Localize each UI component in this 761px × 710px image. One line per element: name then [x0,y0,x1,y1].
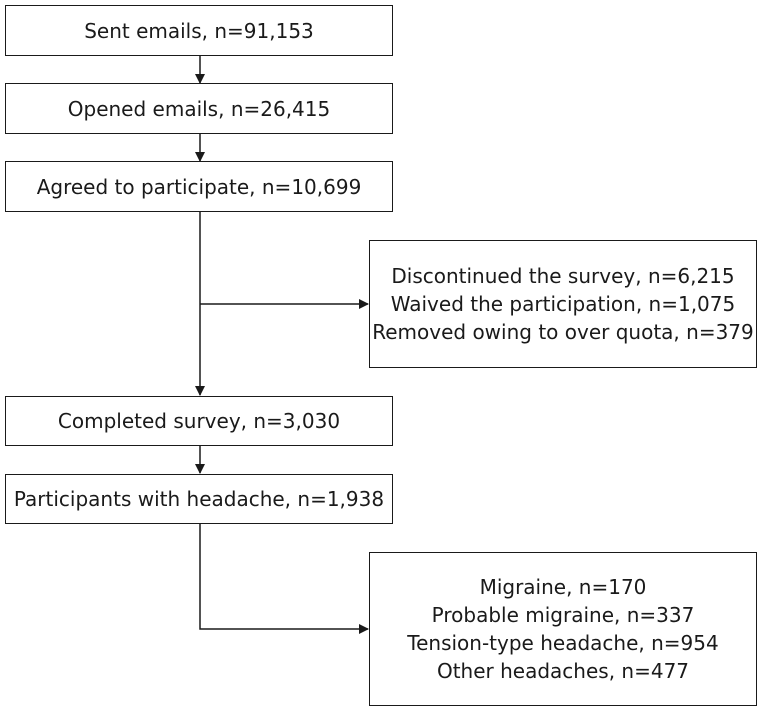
headache-type-item: Tension-type headache, n=954 [407,631,719,655]
sent-emails-box: Sent emails, n=91,153 [5,5,393,56]
headache-type-item: Probable migraine, n=337 [431,603,695,627]
excluded-box: Discontinued the survey, n=6,215 Waived … [369,240,757,368]
completed-survey-box: Completed survey, n=3,030 [5,396,393,446]
excluded-item: Removed owing to over quota, n=379 [372,320,754,344]
headache-participants-label: Participants with headache, n=1,938 [13,487,385,511]
agreed-label: Agreed to participate, n=10,699 [36,174,362,199]
headache-participants-box: Participants with headache, n=1,938 [5,474,393,524]
excluded-item: Waived the participation, n=1,075 [390,292,736,316]
opened-emails-box: Opened emails, n=26,415 [5,83,393,134]
headache-type-item: Other headaches, n=477 [436,659,690,683]
arrow-headache-to-types [199,524,369,634]
opened-emails-label: Opened emails, n=26,415 [67,96,331,121]
headache-type-item: Migraine, n=170 [479,575,647,599]
completed-survey-label: Completed survey, n=3,030 [57,409,341,433]
agreed-box: Agreed to participate, n=10,699 [5,161,393,212]
sent-emails-label: Sent emails, n=91,153 [84,18,314,43]
headache-types-box: Migraine, n=170 Probable migraine, n=337… [369,552,757,706]
excluded-item: Discontinued the survey, n=6,215 [391,264,735,288]
